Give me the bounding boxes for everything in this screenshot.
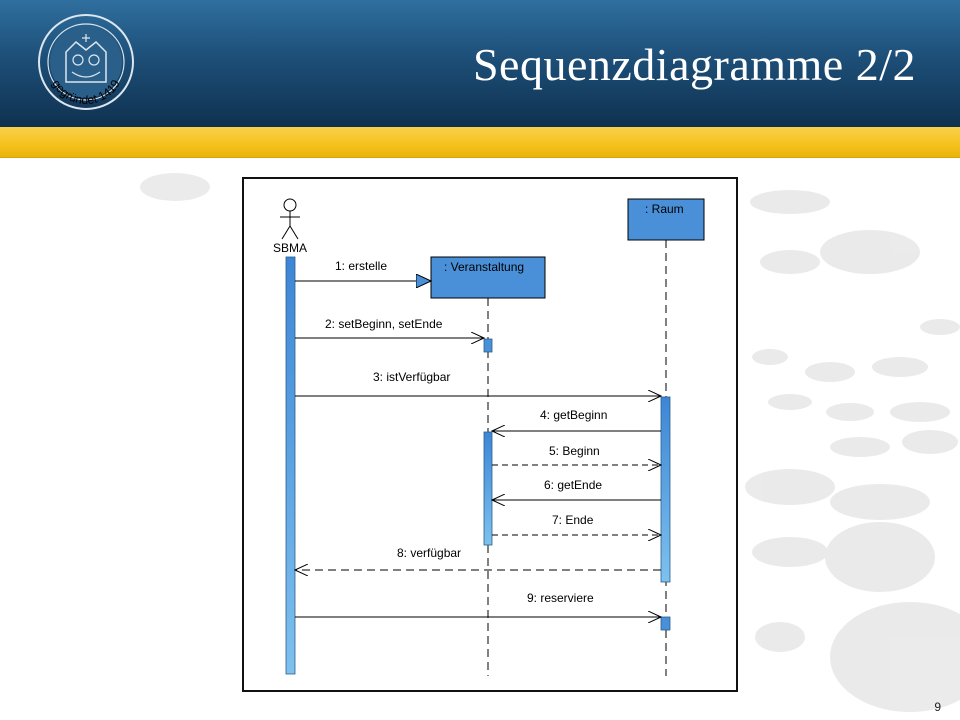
actor-label: SBMA [273, 241, 307, 255]
background-decoration [140, 173, 960, 712]
message-6: 6: getEnde [492, 478, 661, 500]
message-7-label: 7: Ende [552, 513, 594, 527]
object-raum: : Raum [627, 198, 705, 241]
message-1: 1: erstelle [295, 259, 431, 281]
object-raum-label: : Raum [645, 202, 684, 216]
activation-veranstaltung-2 [483, 431, 493, 546]
message-3-label: 3: istVerfügbar [373, 370, 450, 384]
gold-divider-bar [0, 127, 960, 158]
object-veranstaltung: : Veranstaltung [430, 256, 546, 299]
activation-raum-2 [660, 616, 671, 631]
message-4-label: 4: getBeginn [540, 408, 607, 422]
message-2-label: 2: setBeginn, setEnde [325, 317, 443, 331]
message-9: 9: reserviere [295, 591, 661, 617]
activation-raum-1 [660, 396, 671, 583]
slide-title: Sequenzdiagramme 2/2 [472, 39, 916, 90]
stick-figure-icon [280, 198, 300, 240]
message-2: 2: setBeginn, setEnde [295, 317, 484, 338]
university-seal-icon: gegründet 1419 [38, 14, 134, 110]
actor-activation-bar [285, 256, 296, 675]
activation-veranstaltung-1 [483, 338, 493, 353]
message-5: 5: Beginn [492, 444, 661, 465]
object-veranstaltung-label: : Veranstaltung [444, 260, 524, 274]
message-9-label: 9: reserviere [527, 591, 594, 605]
message-3: 3: istVerfügbar [295, 370, 661, 396]
actor-sbma: SBMA [273, 198, 307, 255]
message-5-label: 5: Beginn [549, 444, 600, 458]
message-6-label: 6: getEnde [544, 478, 602, 492]
message-8: 8: verfügbar [295, 546, 661, 570]
message-4: 4: getBeginn [492, 408, 661, 431]
message-7: 7: Ende [492, 513, 661, 535]
message-1-label: 1: erstelle [335, 259, 387, 273]
message-8-label: 8: verfügbar [397, 546, 461, 560]
slide-header: gegründet 1419 Sequenzdiagramme 2/2 [0, 0, 960, 127]
page-number: 9 [934, 700, 941, 714]
